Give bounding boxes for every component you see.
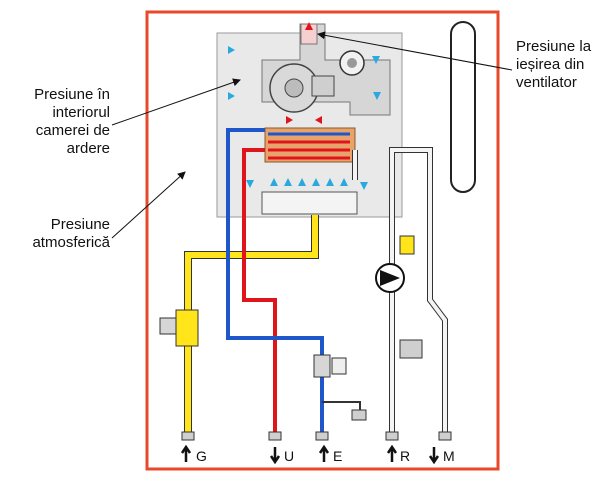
air-vent-icon: [399, 235, 415, 255]
arrow-up-icon: [318, 444, 330, 462]
fan-icon: [269, 63, 335, 113]
callout-fan-outlet-pressure: Presiune la ieșirea din ventilator: [516, 38, 592, 91]
hot-water-pipe: [242, 148, 277, 432]
exchanger-coil-hot: [268, 140, 350, 160]
callout-chamber-pressure: Presiune în interiorul camerei de ardere: [34, 86, 110, 157]
port-label-R: R: [400, 448, 410, 464]
callout-atmospheric-pressure: Presiune atmosferică: [32, 216, 110, 251]
port-fittings: [181, 431, 452, 441]
port-label-G: G: [196, 448, 207, 464]
arrow-down-icon: [269, 447, 281, 465]
port-M: M: [428, 447, 455, 465]
arrow-up-icon: [180, 444, 192, 462]
port-G: G: [180, 444, 207, 464]
safety-valve-icon: [399, 339, 423, 359]
port-R: R: [386, 444, 410, 464]
gas-valve-icon: [159, 309, 199, 347]
arrow-up-icon: [386, 444, 398, 462]
leader-chamber-pressure: [111, 78, 241, 126]
port-label-U: U: [284, 448, 294, 464]
fill-valve-icon: [322, 401, 367, 421]
leader-atmospheric-pressure: [111, 171, 186, 239]
port-label-E: E: [333, 448, 342, 464]
pressure-switch-icon: [339, 50, 365, 76]
fan-arrow-icon: [286, 22, 322, 124]
port-label-M: M: [443, 448, 455, 464]
port-E: E: [318, 444, 342, 464]
burner: [261, 191, 358, 215]
flow-sensor-icon: [313, 354, 347, 378]
expansion-vessel: [450, 21, 476, 193]
port-U: U: [269, 447, 294, 465]
pump-icon: [375, 263, 405, 293]
flame-row: [270, 178, 348, 186]
leader-fan-outlet-pressure: [317, 31, 513, 71]
air-flow-arrow-icon: [228, 46, 381, 190]
arrow-down-icon: [428, 447, 440, 465]
